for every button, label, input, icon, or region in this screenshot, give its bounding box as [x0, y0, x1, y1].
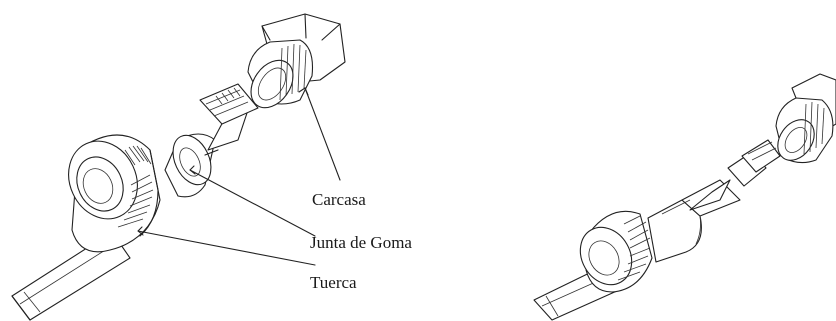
- rj45-plug-part: [199, 83, 259, 151]
- rubber-seal-part: [164, 133, 219, 198]
- nut-assembled: [579, 210, 653, 293]
- housing-part: [247, 13, 346, 109]
- housing-label: Carcasa: [312, 190, 366, 209]
- seal-assembled: [647, 179, 741, 263]
- exploded-view: [11, 13, 346, 321]
- cable-left: [11, 231, 131, 321]
- rubber-seal-label: Junta de Goma: [310, 233, 412, 252]
- nut-label: Tuerca: [310, 273, 357, 292]
- housing-assembled: [775, 73, 836, 164]
- leader-lines: [137, 87, 341, 266]
- assembled-view: [533, 73, 836, 321]
- rj45-assembled: [689, 139, 781, 211]
- nut-part: [68, 134, 161, 253]
